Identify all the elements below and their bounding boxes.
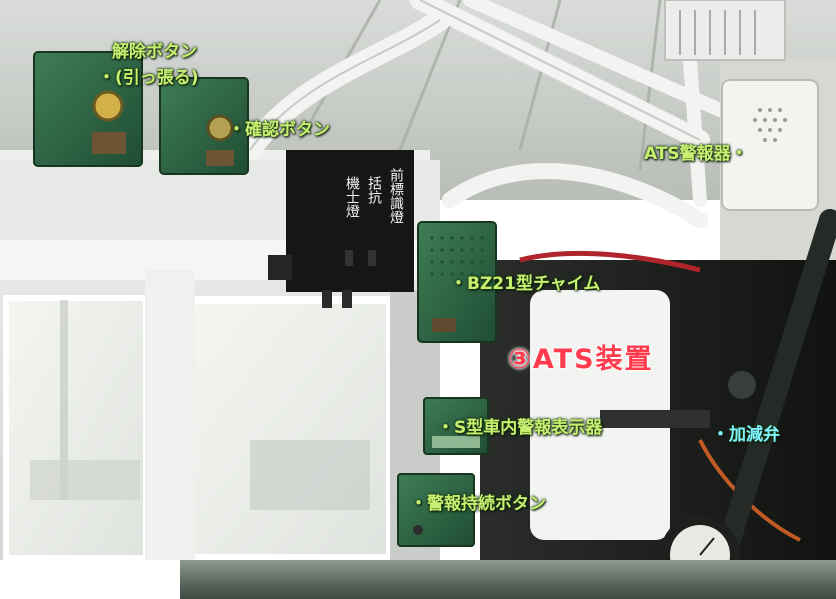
bz21-chime-box [417,221,497,343]
label-throttle-valve: ・加減弁 [712,425,780,445]
label-ats-alarm: ATS警報器・ [644,144,748,164]
confirm-button-box [159,77,249,175]
label-bz21-chime: ・BZ21型チャイム [450,274,601,294]
alarm-continue-button-box [397,473,475,547]
left-window [3,295,149,560]
label-s-type-indicator: ・S型車内警報表示器 [437,418,603,438]
ats-alarm-box [721,79,819,211]
s-type-indicator-box [423,397,489,455]
release-button-box [33,51,143,167]
pressure-gauge [660,515,740,560]
cab-interior-illustration: 前標識燈 括抗 機士燈 [0,0,836,560]
label-release-button-note: ・(引っ張る) [98,68,199,88]
label-ats-device: ③ATS装置 [508,344,654,375]
label-release-button: 解除ボタン [112,42,197,62]
label-confirm-button: ・確認ボタン [228,120,330,140]
center-window [186,296,394,560]
panel-label-right: 前標識燈 [388,167,404,224]
label-alarm-continue-button: ・警報持続ボタン [410,494,546,514]
throttle-lever [719,209,836,551]
lower-photo-strip [180,560,836,599]
panel-label-middle: 括抗 [366,176,382,205]
lamp-switch-panel [268,150,414,308]
panel-label-left: 機士燈 [344,176,360,218]
